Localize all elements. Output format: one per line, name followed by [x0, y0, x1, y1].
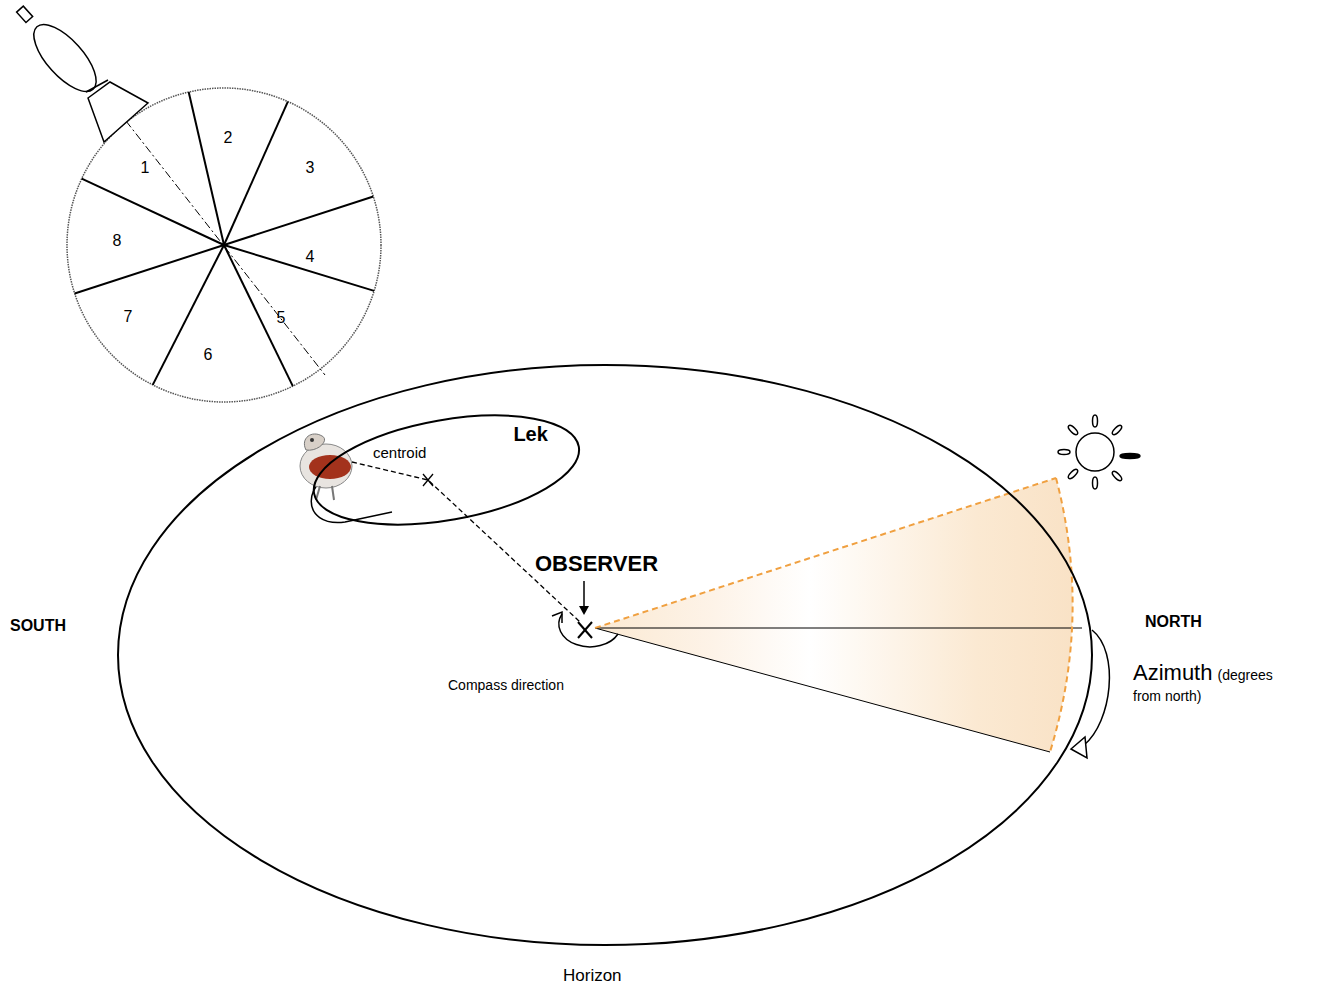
azimuth-arrowhead [1071, 737, 1087, 758]
sun-symbol [1058, 415, 1140, 489]
sector-spoke [189, 92, 224, 245]
sector-circle [67, 88, 381, 402]
direction-label: SOUTH [10, 617, 66, 635]
azimuth-block: Azimuth(degrees from north) [1133, 660, 1293, 706]
sun-ray [1067, 424, 1079, 436]
sector-spoke [153, 245, 224, 385]
sun-line [595, 478, 1056, 628]
observer-mark [578, 622, 592, 638]
azimuth-label: Azimuth [1133, 660, 1212, 685]
sight-line [126, 121, 325, 375]
sector-number: 4 [306, 248, 315, 266]
sun-ray [1093, 415, 1098, 427]
sector-number: 7 [124, 308, 133, 326]
grouse-eye [310, 438, 314, 442]
observer-pointer-head [579, 606, 589, 615]
spotting-scope [17, 6, 148, 142]
sector-spoke [82, 179, 224, 245]
lek-ellipse: centroid Lek [305, 410, 588, 530]
sun-ray [1058, 450, 1070, 455]
centroid-label: centroid [373, 444, 426, 461]
azimuth-line [595, 628, 1050, 752]
centroid-mark [423, 474, 433, 486]
compass-label: Compass direction [448, 677, 564, 693]
sector-spoke [224, 245, 293, 386]
sun-ray [1111, 424, 1123, 436]
horizon-label: Horizon [563, 966, 622, 986]
sun-ray [1093, 477, 1098, 489]
scope-eyepiece [17, 6, 33, 22]
mark-stroke [578, 622, 592, 638]
grouse-head [304, 434, 324, 450]
sector-number: 1 [141, 159, 150, 177]
observer-label: OBSERVER [535, 551, 658, 576]
mark-stroke [423, 474, 433, 486]
sun-ray [1067, 468, 1079, 480]
sector-spoke [75, 245, 224, 294]
scope-ring [86, 80, 108, 92]
direction-label: NORTH [1145, 613, 1202, 631]
grouse-leg [316, 486, 320, 500]
grouse-sac [309, 455, 351, 479]
lek-title: Lek [513, 423, 547, 445]
sector-number: 2 [224, 129, 233, 147]
sector-spoke [224, 245, 374, 291]
scope-cone [88, 82, 148, 142]
bearing-line [352, 462, 580, 622]
sun-wedge [595, 478, 1073, 752]
sector-number: 6 [204, 346, 213, 364]
sun-ray [1120, 454, 1140, 459]
grouse-leg [332, 486, 334, 500]
sector-spoke [224, 102, 288, 245]
sector-number: 5 [277, 309, 286, 327]
compass-arrowhead [552, 612, 562, 623]
sun-disc [1076, 433, 1114, 471]
mark-stroke [423, 474, 433, 486]
mark-stroke [578, 622, 592, 638]
sector-outline [67, 88, 381, 402]
sector-number: 3 [306, 159, 315, 177]
sun-arc [1050, 478, 1073, 752]
lek-outline-shape [305, 397, 587, 542]
azimuth-arrow [1084, 630, 1109, 745]
horizon-ellipse [118, 365, 1092, 945]
sector-spoke [224, 196, 373, 245]
sun-ray [1111, 470, 1123, 482]
compass-arrow [559, 614, 618, 647]
sector-number: 8 [113, 232, 122, 250]
north-line [595, 628, 1082, 629]
